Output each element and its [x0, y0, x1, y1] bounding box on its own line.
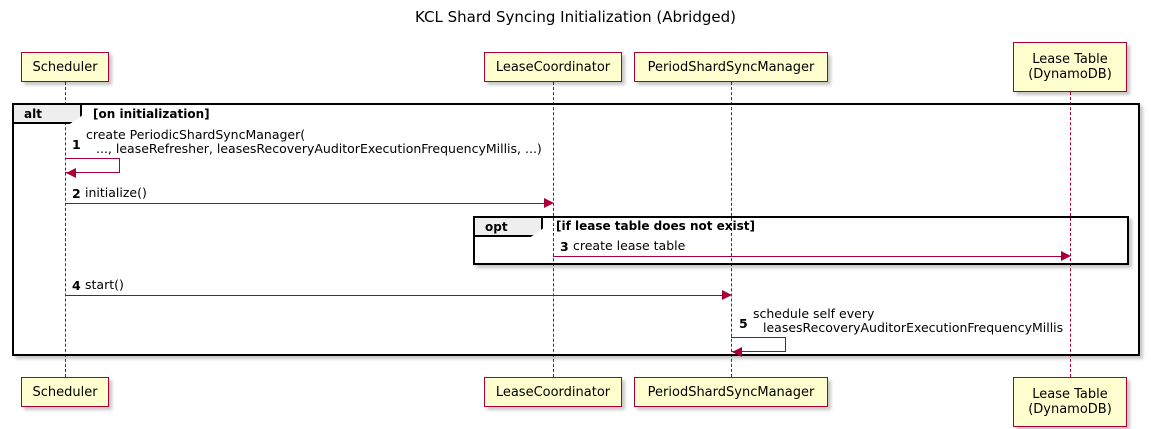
participant-scheduler-top-label: Scheduler	[32, 59, 98, 75]
participant-leasecoordinator-top[interactable]: LeaseCoordinator	[484, 52, 622, 82]
participant-leasetable-bottom[interactable]: Lease Table (DynamoDB)	[1013, 377, 1127, 427]
message-3-label: create lease table	[573, 238, 686, 253]
participant-leasecoordinator-top-label: LeaseCoordinator	[495, 59, 611, 75]
participant-periodshardsyncmanager-top[interactable]: PeriodShardSyncManager	[634, 52, 828, 82]
lifeline-scheduler	[65, 82, 66, 377]
fragment-opt-keyword: opt	[475, 218, 543, 237]
message-2-arrowhead	[544, 198, 554, 208]
participant-periodshardsyncmanager-top-label: PeriodShardSyncManager	[647, 59, 815, 75]
message-2-number: 2	[72, 186, 81, 201]
message-5-self-call-loop	[731, 337, 786, 352]
message-3-line	[553, 256, 1061, 257]
participant-periodshardsyncmanager-bottom[interactable]: PeriodShardSyncManager	[634, 377, 828, 407]
message-5-label-line1: schedule self every	[753, 306, 875, 321]
message-5-arrowhead	[732, 347, 742, 357]
participant-scheduler-bottom[interactable]: Scheduler	[21, 377, 109, 407]
message-2-label: initialize()	[85, 185, 147, 200]
lifeline-leasecoordinator	[553, 82, 554, 377]
fragment-alt-guard: [on initialization]	[93, 107, 210, 121]
message-5-number: 5	[739, 316, 748, 331]
participant-leasetable-top[interactable]: Lease Table (DynamoDB)	[1013, 42, 1127, 92]
lifeline-periodshardsyncmanager	[731, 82, 732, 377]
message-1-self-call-loop	[65, 158, 120, 173]
message-3-arrowhead	[1061, 251, 1071, 261]
message-4-label: start()	[85, 277, 124, 292]
message-4-arrowhead	[722, 290, 732, 300]
message-1-arrowhead	[66, 168, 76, 178]
lifeline-leasetable	[1070, 92, 1071, 377]
message-2-line	[65, 203, 545, 204]
participant-scheduler-bottom-label: Scheduler	[32, 384, 98, 400]
message-1-number: 1	[72, 137, 81, 152]
participant-scheduler-top[interactable]: Scheduler	[21, 52, 109, 82]
message-4-number: 4	[72, 278, 81, 293]
fragment-opt	[473, 216, 1129, 265]
page-title: KCL Shard Syncing Initialization (Abridg…	[415, 8, 736, 26]
participant-leasecoordinator-bottom-label: LeaseCoordinator	[495, 384, 611, 400]
participant-leasecoordinator-bottom[interactable]: LeaseCoordinator	[484, 377, 622, 407]
participant-periodshardsyncmanager-bottom-label: PeriodShardSyncManager	[647, 384, 815, 400]
message-4-line	[65, 295, 723, 296]
participant-leasetable-top-label: Lease Table (DynamoDB)	[1028, 52, 1112, 82]
fragment-alt-keyword: alt	[14, 105, 82, 124]
fragment-opt-guard: [if lease table does not exist]	[556, 219, 756, 233]
message-1-label-line1: create PeriodicShardSyncManager(	[86, 127, 306, 142]
fragment-alt	[12, 103, 1140, 356]
participant-leasetable-bottom-label: Lease Table (DynamoDB)	[1028, 387, 1112, 417]
message-1-label-line2: ..., leaseRefresher, leasesRecoveryAudit…	[96, 141, 542, 156]
message-5-label-line2: leasesRecoveryAuditorExecutionFrequencyM…	[763, 320, 1064, 335]
message-3-number: 3	[560, 239, 569, 254]
